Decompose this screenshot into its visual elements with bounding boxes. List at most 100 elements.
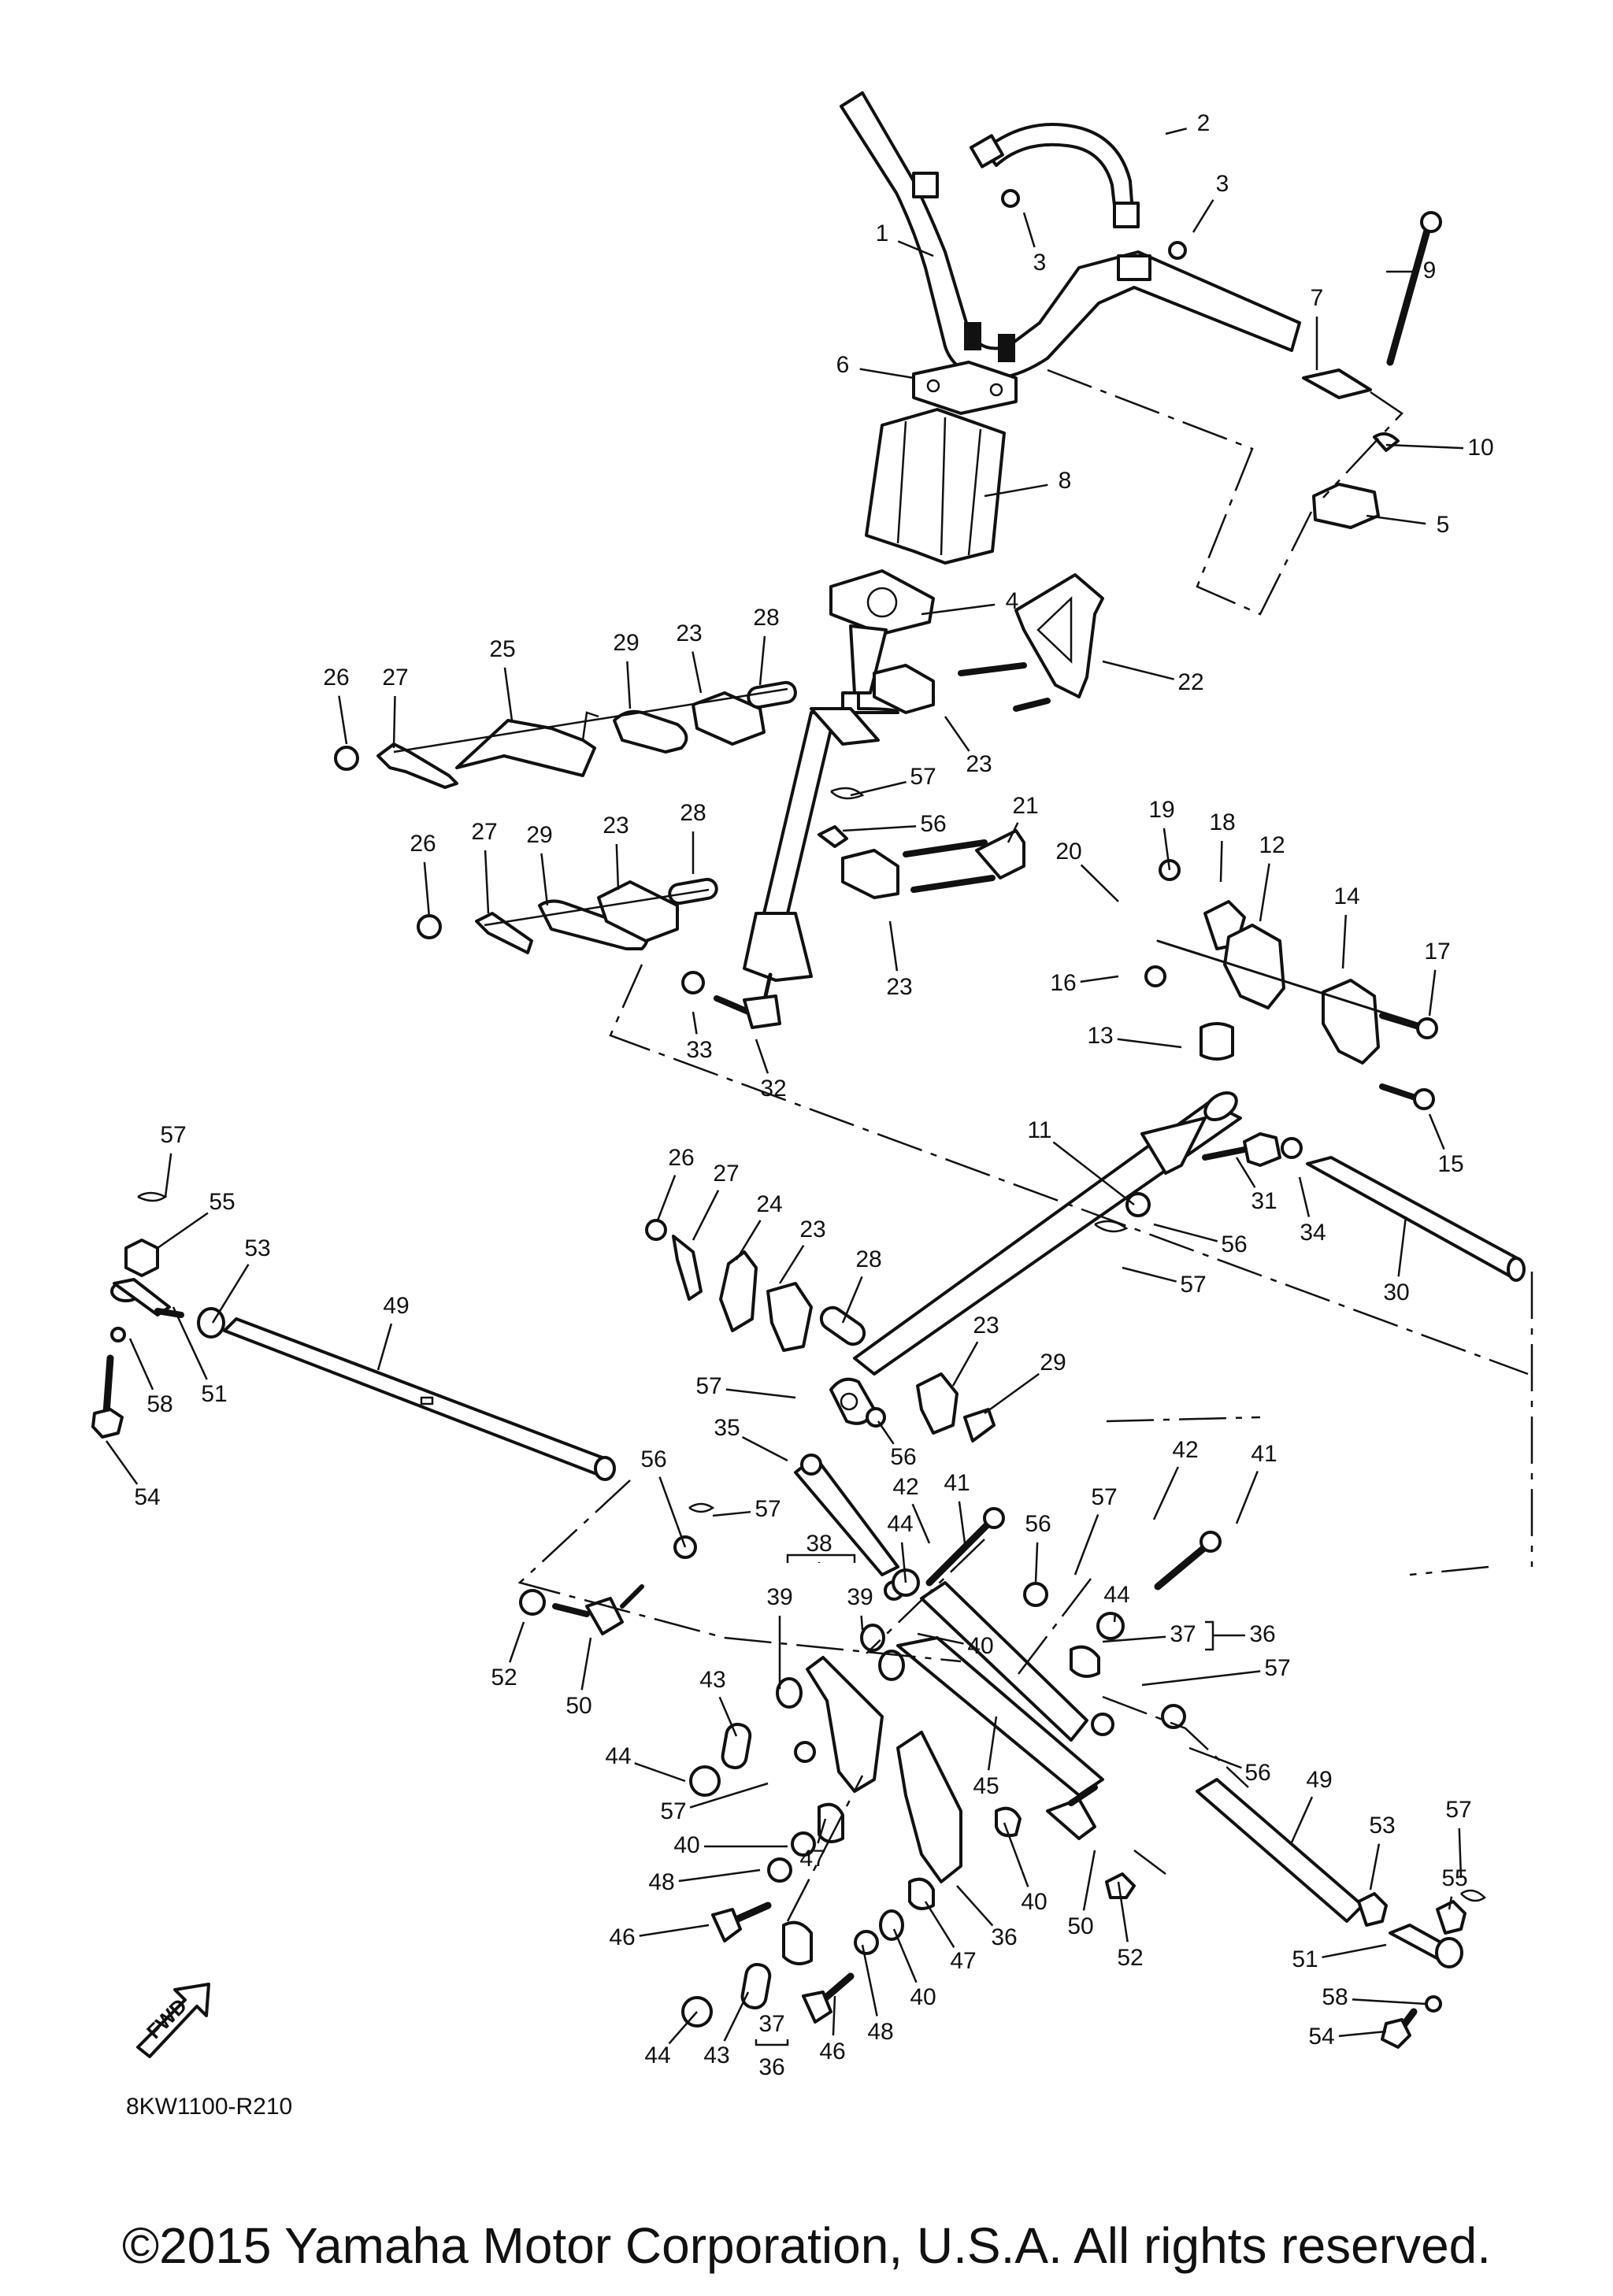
handlebar-clamp xyxy=(912,361,1018,415)
callout-c-57i: 57 xyxy=(1445,1797,1471,1823)
leader-c-40d xyxy=(892,1928,918,1983)
leader-c-48b xyxy=(861,1944,878,2016)
leader-c-56c xyxy=(877,1420,895,1445)
leader-c-56a xyxy=(842,825,917,832)
callout-c-36c: 36 xyxy=(758,2054,784,2080)
leader-c-21 xyxy=(1007,822,1019,843)
leader-c-6 xyxy=(859,368,914,380)
steering-column xyxy=(743,569,935,982)
callout-c-56f: 56 xyxy=(1244,1760,1270,1786)
callout-c-30: 30 xyxy=(1383,1279,1409,1305)
leader-c-41b xyxy=(1235,1470,1259,1524)
callout-c-36b: 36 xyxy=(991,1924,1017,1950)
leader-c-23c xyxy=(615,843,620,891)
leader-c-5 xyxy=(1366,514,1426,525)
left-tie-rod xyxy=(91,1191,616,1481)
callout-c-23a: 23 xyxy=(676,620,702,646)
callout-c-3b: 3 xyxy=(1216,171,1229,197)
leader-c-23f xyxy=(951,1341,979,1387)
callout-c-14: 14 xyxy=(1333,883,1359,909)
leader-c-25 xyxy=(503,667,514,721)
callout-c-18: 18 xyxy=(1209,809,1235,835)
leader-c-11 xyxy=(1052,1141,1135,1205)
leader-c-29c xyxy=(984,1372,1040,1415)
leader-c-36b xyxy=(956,1885,994,1927)
leader-c-46a xyxy=(639,1924,710,1937)
callout-c-29b: 29 xyxy=(526,822,552,848)
right-bracket-assembly xyxy=(1144,859,1438,1110)
copyright-notice: ©2015 Yamaha Motor Corporation, U.S.A. A… xyxy=(121,2217,1492,2274)
callout-c-21: 21 xyxy=(1012,793,1038,819)
callout-c-53b: 53 xyxy=(1369,1813,1395,1839)
callout-c-50b: 50 xyxy=(1067,1913,1093,1939)
leader-c-43a xyxy=(718,1696,738,1737)
leader-c-28a xyxy=(758,635,766,686)
callout-c-29a: 29 xyxy=(613,630,639,656)
callout-c-34: 34 xyxy=(1300,1220,1326,1246)
leader-c-42b xyxy=(1152,1466,1179,1520)
callout-c-32: 32 xyxy=(760,1076,786,1102)
leader-c-26a xyxy=(338,695,348,745)
callout-c-44a: 44 xyxy=(887,1511,913,1537)
callout-c-57c: 57 xyxy=(160,1122,186,1148)
column-tie-rod xyxy=(681,971,781,1029)
callout-c-50a: 50 xyxy=(565,1693,591,1719)
callout-c-2: 2 xyxy=(1197,110,1211,136)
leader-c-52a xyxy=(509,1621,525,1663)
callout-c-4: 4 xyxy=(1006,588,1019,614)
leader-c-57g xyxy=(1141,1670,1261,1687)
steering-shaft-30 xyxy=(1306,1156,1526,1282)
leader-c-44c xyxy=(634,1762,686,1783)
leader-c-19 xyxy=(1162,828,1171,871)
leader-c-57e xyxy=(712,1510,751,1517)
leader-c-32 xyxy=(755,1039,769,1074)
handlebar xyxy=(840,91,1301,380)
callout-c-48a: 48 xyxy=(648,1869,674,1895)
leader-c-54a xyxy=(105,1440,139,1485)
leader-c-51b xyxy=(1322,1943,1387,1959)
callout-c-42a: 42 xyxy=(892,1474,918,1500)
leader-c-3a xyxy=(1022,212,1036,248)
leader-c-2 xyxy=(1165,128,1187,135)
callout-c-58b: 58 xyxy=(1322,1984,1348,2010)
leader-c-34 xyxy=(1298,1176,1311,1217)
right-clamp-assembly xyxy=(1302,211,1442,529)
leader-c-23e xyxy=(778,1244,805,1284)
callout-c-37a: 37 xyxy=(1170,1621,1196,1647)
leader-c-10 xyxy=(1385,443,1464,450)
leader-c-56b xyxy=(1153,1223,1218,1242)
callout-c-49b: 49 xyxy=(1306,1767,1332,1793)
callout-c-20: 20 xyxy=(1055,839,1081,865)
callout-c-44b: 44 xyxy=(1103,1582,1129,1608)
callout-c-56b: 56 xyxy=(1221,1231,1247,1257)
leader-c-26b xyxy=(423,861,431,918)
leader-c-40c xyxy=(1003,1822,1029,1887)
leader-c-23b xyxy=(944,716,970,752)
leader-c-33 xyxy=(692,1011,698,1035)
callout-c-57e: 57 xyxy=(755,1496,781,1522)
callout-c-16: 16 xyxy=(1050,970,1076,996)
callout-c-23b: 23 xyxy=(966,751,992,777)
callout-c-23d: 23 xyxy=(886,974,912,1000)
leader-c-57d xyxy=(725,1388,796,1399)
callout-c-29c: 29 xyxy=(1040,1350,1066,1376)
callout-c-37b: 37 xyxy=(758,2011,784,2037)
callout-c-10: 10 xyxy=(1467,435,1493,461)
callout-c-11: 11 xyxy=(1027,1117,1051,1143)
callout-c-23f: 23 xyxy=(973,1313,999,1339)
callout-c-55a: 55 xyxy=(209,1189,235,1215)
leader-c-27a xyxy=(392,695,396,749)
upper-linkage xyxy=(334,664,935,789)
leader-c-55b xyxy=(1448,1896,1453,1910)
callout-c-27b: 27 xyxy=(471,819,497,845)
leader-c-1 xyxy=(897,240,934,257)
callout-c-44d: 44 xyxy=(644,2042,670,2068)
leader-c-4 xyxy=(921,603,996,616)
leader-c-49b xyxy=(1290,1796,1314,1843)
callout-c-47a: 47 xyxy=(799,1846,825,1872)
leader-c-16 xyxy=(1080,975,1119,983)
leader-c-46b xyxy=(832,1995,836,2036)
leader-c-22 xyxy=(1102,660,1174,680)
leader-c-44d xyxy=(668,2011,698,2045)
